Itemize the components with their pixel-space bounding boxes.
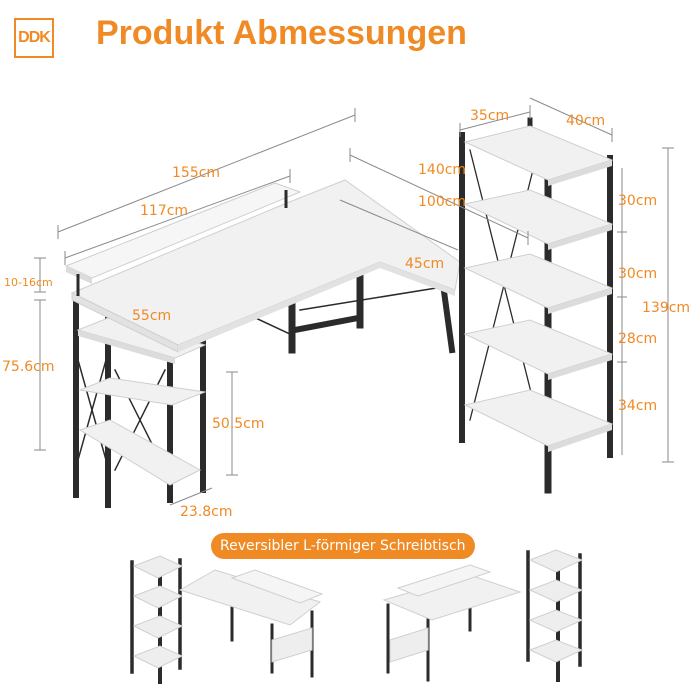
- variant-shelf-right: [382, 549, 584, 682]
- dim-50-5: 50.5cm: [212, 416, 265, 432]
- left-shelves: [76, 317, 207, 486]
- dim-30b: 30cm: [618, 266, 657, 282]
- dim-34: 34cm: [618, 398, 657, 414]
- tall-shelf: [459, 117, 614, 494]
- dimension-lines: [34, 97, 674, 506]
- dim-10-16: 10-16cm: [4, 276, 53, 289]
- dim-28: 28cm: [618, 331, 657, 347]
- reversible-badge: Reversibler L-förmiger Schreibtisch: [211, 533, 475, 559]
- dim-155: 155cm: [172, 165, 220, 181]
- brand-logo: DDK: [14, 18, 54, 58]
- dim-40: 40cm: [566, 113, 605, 129]
- dim-30a: 30cm: [618, 193, 657, 209]
- page-title: Produkt Abmessungen: [96, 14, 467, 52]
- dim-100: 100cm: [418, 194, 466, 210]
- dim-23-8: 23.8cm: [180, 504, 233, 520]
- dim-139: 139cm: [642, 300, 690, 316]
- dim-117: 117cm: [140, 203, 188, 219]
- dim-55: 55cm: [132, 308, 171, 324]
- dim-45: 45cm: [405, 256, 444, 272]
- dim-75-6: 75.6cm: [2, 359, 55, 375]
- variant-shelf-left: [130, 555, 324, 684]
- desk-top: [64, 179, 461, 353]
- dim-35: 35cm: [470, 108, 509, 124]
- dim-140: 140cm: [418, 162, 466, 178]
